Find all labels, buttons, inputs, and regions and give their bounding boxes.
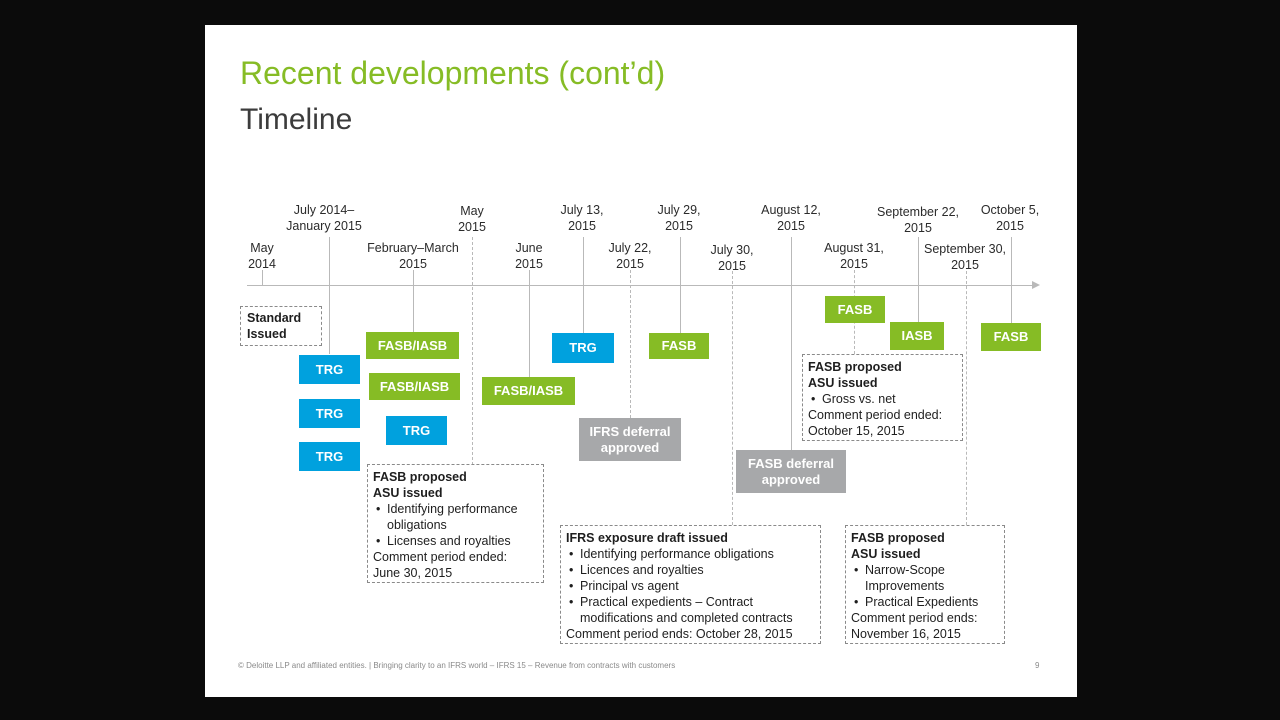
asu-sep-heading: FASB proposed ASU issued: [851, 531, 945, 561]
asu-may-heading: FASB proposed ASU issued: [373, 470, 467, 500]
date-jul13: July 13, 2015: [560, 203, 604, 233]
connector-oct5: [1011, 237, 1012, 323]
date-aug12: August 12, 2015: [761, 203, 821, 233]
asu-aug-footer: Comment period ended: October 15, 2015: [808, 408, 943, 438]
date-may2015: May 2015: [458, 204, 486, 234]
date-jul2014: July 2014– January 2015: [286, 203, 362, 233]
connector-sep22: [918, 237, 919, 322]
asu-sep-bullet-2: Practical Expedients: [851, 594, 999, 610]
asu-may-bullets: Identifying performance obligations Lice…: [373, 501, 538, 549]
asu-aug-heading: FASB proposed ASU issued: [808, 360, 902, 390]
slide: Recent developments (cont’d) Timeline Ma…: [205, 25, 1077, 697]
asu-may-note: FASB proposed ASU issued Identifying per…: [367, 464, 544, 583]
fasb-tag-oct5: FASB: [981, 323, 1041, 351]
connector-may2015: [472, 237, 473, 465]
connector-jul30: [732, 271, 733, 525]
date-jul30: July 30, 2015: [710, 243, 754, 273]
fasb-tag-jul29: FASB: [649, 333, 709, 359]
ifrs-ed-bullet-1: Identifying performance obligations: [566, 546, 815, 562]
asu-sep-footer: Comment period ends: November 16, 2015: [851, 611, 978, 641]
date-aug31: August 31, 2015: [824, 241, 884, 271]
standard-issued-box: Standard Issued: [240, 306, 322, 346]
connector-jun2015: [529, 270, 530, 377]
date-febmar2015: February–March 2015: [367, 241, 459, 271]
ifrs-ed-bullet-4: Practical expedients – Contract modifica…: [566, 594, 815, 626]
fasb-iasb-tag-3: FASB/IASB: [482, 377, 575, 405]
asu-aug-bullet-1: Gross vs. net: [808, 391, 957, 407]
slide-subtitle: Timeline: [240, 103, 353, 136]
ifrs-deferral-tag: IFRS deferral approved: [579, 418, 681, 461]
iasb-tag-sep22: IASB: [890, 322, 944, 350]
asu-may-bullet-1: Identifying performance obligations: [373, 501, 538, 533]
date-jul22: July 22, 2015: [608, 241, 652, 271]
asu-aug-note: FASB proposed ASU issued Gross vs. net C…: [802, 354, 963, 441]
date-sep22: September 22, 2015: [877, 205, 959, 235]
trg-tag-2: TRG: [299, 399, 360, 428]
ifrs-ed-heading: IFRS exposure draft issued: [566, 531, 728, 545]
ifrs-ed-bullet-2: Licences and royalties: [566, 562, 815, 578]
ifrs-ed-note: IFRS exposure draft issued Identifying p…: [560, 525, 821, 644]
date-sep30: September 30, 2015: [924, 242, 1006, 272]
date-may2014: May 2014: [248, 241, 276, 271]
connector-aug12: [791, 237, 792, 450]
fasb-iasb-tag-1: FASB/IASB: [366, 332, 459, 359]
connector-jul29: [680, 237, 681, 333]
page-number: 9: [1035, 661, 1040, 670]
trg-tag-4: TRG: [386, 416, 447, 445]
ifrs-ed-footer: Comment period ends: October 28, 2015: [566, 627, 793, 641]
connector-jul2014: [329, 237, 330, 354]
fasb-iasb-tag-2: FASB/IASB: [369, 373, 460, 400]
trg-tag-3: TRG: [299, 442, 360, 471]
connector-jul22: [630, 270, 631, 418]
connector-sep30: [966, 271, 967, 525]
fasb-tag-aug31: FASB: [825, 296, 885, 323]
timeline-axis: [247, 285, 1033, 286]
asu-may-footer: Comment period ended: June 30, 2015: [373, 550, 508, 580]
connector-febmar2015: [413, 270, 414, 332]
asu-sep-bullets: Narrow-Scope Improvements Practical Expe…: [851, 562, 999, 610]
asu-aug-bullets: Gross vs. net: [808, 391, 957, 407]
connector-may2014: [262, 270, 263, 285]
asu-sep-note: FASB proposed ASU issued Narrow-Scope Im…: [845, 525, 1005, 644]
ifrs-ed-bullet-3: Principal vs agent: [566, 578, 815, 594]
slide-footer: © Deloitte LLP and affiliated entities. …: [238, 661, 676, 670]
date-oct5: October 5, 2015: [980, 203, 1040, 233]
connector-jul13: [583, 237, 584, 334]
date-jul29: July 29, 2015: [657, 203, 701, 233]
fasb-deferral-tag: FASB deferral approved: [736, 450, 846, 493]
ifrs-ed-bullets: Identifying performance obligations Lice…: [566, 546, 815, 626]
asu-may-bullet-2: Licenses and royalties: [373, 533, 538, 549]
trg-tag-1: TRG: [299, 355, 360, 384]
timeline-arrow: [1032, 281, 1040, 289]
standard-issued-label: Standard Issued: [247, 311, 302, 341]
asu-sep-bullet-1: Narrow-Scope Improvements: [851, 562, 999, 594]
date-jun2015: June 2015: [515, 241, 543, 271]
slide-title: Recent developments (cont’d): [240, 55, 666, 91]
trg-tag-5: TRG: [552, 333, 614, 363]
